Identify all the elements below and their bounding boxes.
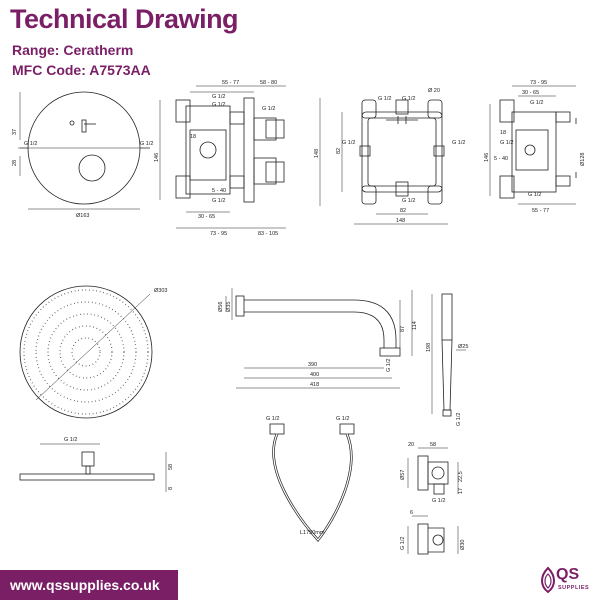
dim-37: 37	[12, 129, 18, 135]
dim-58-elbow: 58	[430, 442, 436, 448]
dim-148-h: 148	[396, 218, 405, 224]
dim-g12-top: G 1/2	[212, 94, 225, 100]
shower-hose	[269, 423, 355, 543]
dim-l1750: L1750mm	[300, 530, 325, 536]
qs-logo-icon	[541, 566, 555, 594]
dim-22-5: 22,5	[458, 471, 464, 482]
dim-57: Ø57	[400, 470, 406, 480]
wall-outlet-elbow	[407, 447, 459, 495]
dim-163: Ø163	[76, 213, 89, 219]
dim-g12-holder: G 1/2	[400, 537, 406, 550]
dim-58-head: 58	[168, 464, 174, 470]
shower-arm	[225, 288, 413, 389]
page-title: Technical Drawing	[10, 4, 239, 34]
dim-g12-right-bottom: G 1/2	[528, 192, 541, 198]
dim-128: Ø128	[580, 153, 586, 166]
dim-g12-box-top: G 1/2	[378, 96, 391, 102]
dim-17: 17	[458, 488, 464, 494]
dim-5-40-right: 5 - 40	[494, 156, 508, 162]
dim-73-95: 73 - 95	[210, 231, 227, 237]
dim-58-80: 58 - 80	[260, 80, 277, 86]
dim-6-holder: 6	[410, 510, 413, 516]
dim-390: 390	[308, 362, 317, 368]
dim-g12-elbow: G 1/2	[432, 498, 445, 504]
dim-20-elbow: 20	[408, 442, 414, 448]
mounting-box-front	[319, 98, 448, 225]
dim-56: Ø56	[218, 302, 224, 312]
shower-head-top	[19, 285, 153, 419]
mfc-code-label: MFC Code: A7573AA	[12, 62, 151, 78]
footer-banner: www.qssupplies.co.uk	[0, 570, 178, 600]
dim-g12-top-2: G 1/2	[212, 102, 225, 108]
dim-114: 114	[412, 321, 418, 330]
dim-g12-box-top-2: G 1/2	[402, 96, 415, 102]
dim-g12-box-bottom: G 1/2	[402, 198, 415, 204]
dim-82-h: 82	[400, 208, 406, 214]
dim-87: 87	[400, 326, 406, 332]
dim-28: 28	[12, 160, 18, 166]
dim-g12-hose-left: G 1/2	[266, 416, 279, 422]
dim-g12-left-plate: G 1/2	[24, 141, 37, 147]
dim-148-v: 148	[314, 149, 320, 158]
dim-198: 198	[426, 343, 432, 352]
valve-side-view	[159, 85, 286, 229]
mounting-box-side	[489, 85, 577, 205]
logo-mark: QS	[556, 566, 580, 583]
dim-83-105: 83 - 105	[258, 231, 278, 237]
dim-146: 146	[154, 153, 160, 162]
dim-303: Ø303	[154, 288, 167, 294]
dim-g12-hose-right: G 1/2	[336, 416, 349, 422]
technical-drawing: 37 28 G 1/2 G 1/2 Ø163 55 - 77 58 - 80 G…	[12, 80, 586, 555]
dim-30-65: 30 - 65	[198, 214, 215, 220]
dim-35: Ø35	[226, 302, 232, 312]
dim-418: 418	[310, 382, 319, 388]
dim-30-65-right: 30 - 65	[522, 90, 539, 96]
dim-g12-hand: G 1/2	[456, 413, 462, 426]
dim-55-77-right: 55 - 77	[532, 208, 549, 214]
valve-plate-front	[18, 91, 150, 210]
dim-g12-right-mid: G 1/2	[500, 140, 513, 146]
dim-8-head: 8	[168, 487, 174, 490]
shower-head-side	[19, 443, 167, 492]
dim-20-box: Ø 20	[428, 88, 440, 94]
dim-g12-bottom: G 1/2	[212, 198, 225, 204]
dim-400: 400	[310, 372, 319, 378]
website-link[interactable]: www.qssupplies.co.uk	[10, 577, 160, 593]
range-label: Range: Ceratherm	[12, 42, 134, 58]
dim-18-right: 18	[500, 130, 506, 136]
dim-g12-box-right: G 1/2	[452, 140, 465, 146]
dim-g12-box-left: G 1/2	[342, 140, 355, 146]
dim-5-40: 5 - 40	[212, 188, 226, 194]
hand-shower	[431, 293, 466, 417]
dim-g12-right-plate: G 1/2	[140, 141, 153, 147]
dim-18: 18	[190, 134, 196, 140]
dim-g12-head: G 1/2	[64, 437, 77, 443]
hand-shower-holder	[407, 515, 459, 555]
dim-25: Ø25	[458, 344, 468, 350]
dim-146-right: 146	[484, 153, 490, 162]
dim-82-v: 82	[336, 148, 342, 154]
dim-55-77-top: 55 - 77	[222, 80, 239, 86]
dim-30-holder: Ø30	[460, 540, 466, 550]
dim-g12-arm: G 1/2	[386, 359, 392, 372]
logo-subtitle: SUPPLIES	[558, 585, 590, 591]
dim-g12-right-top: G 1/2	[530, 100, 543, 106]
dim-g12-side: G 1/2	[262, 106, 275, 112]
dim-73-95-right: 73 - 95	[530, 80, 547, 86]
